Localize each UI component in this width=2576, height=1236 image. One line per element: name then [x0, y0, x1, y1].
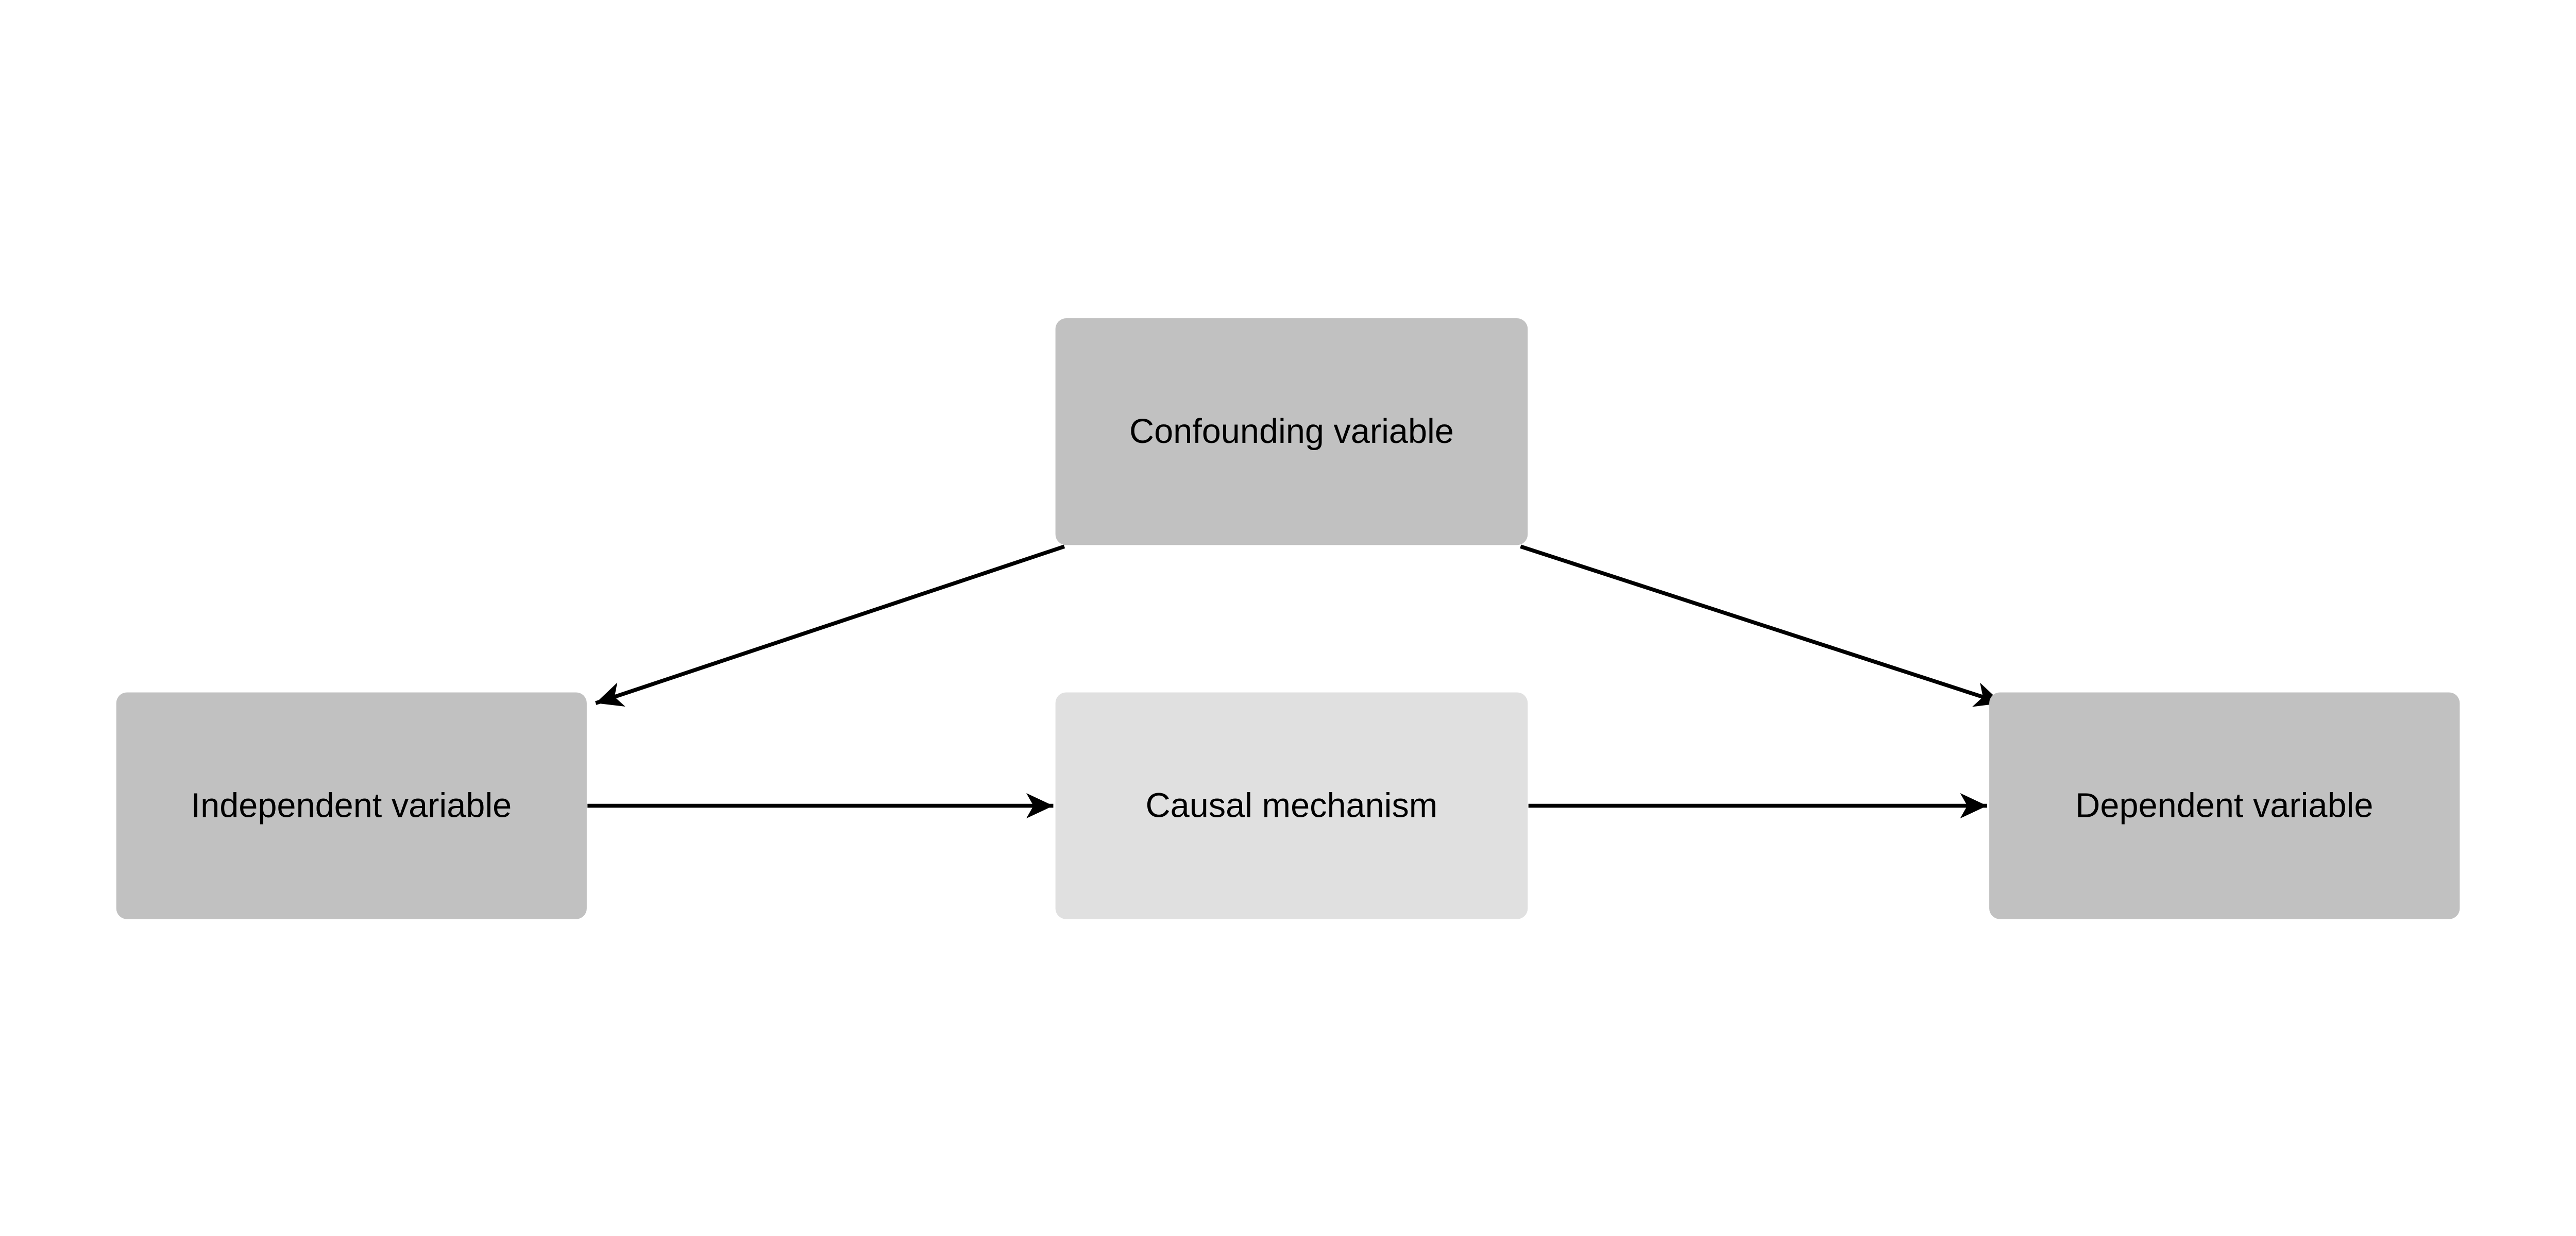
- node-causal-mechanism-label: Causal mechanism: [1146, 787, 1438, 825]
- node-independent-variable-label: Independent variable: [191, 787, 512, 825]
- node-causal-mechanism: Causal mechanism: [1055, 692, 1528, 919]
- edge-confounding-to-independent: [595, 544, 1065, 707]
- node-dependent-variable-label: Dependent variable: [2075, 787, 2373, 825]
- node-independent-variable: Independent variable: [116, 692, 587, 919]
- node-dependent-variable-box: [1989, 692, 2460, 919]
- edge-confounding-to-dependent: [1520, 544, 2003, 707]
- node-confounding-variable: Confounding variable: [1055, 318, 1528, 545]
- node-causal-mechanism-box: [1055, 692, 1528, 919]
- node-independent-variable-box: [116, 692, 587, 919]
- node-confounding-variable-box: [1055, 318, 1528, 545]
- node-dependent-variable: Dependent variable: [1989, 692, 2460, 919]
- node-confounding-variable-label: Confounding variable: [1129, 413, 1454, 451]
